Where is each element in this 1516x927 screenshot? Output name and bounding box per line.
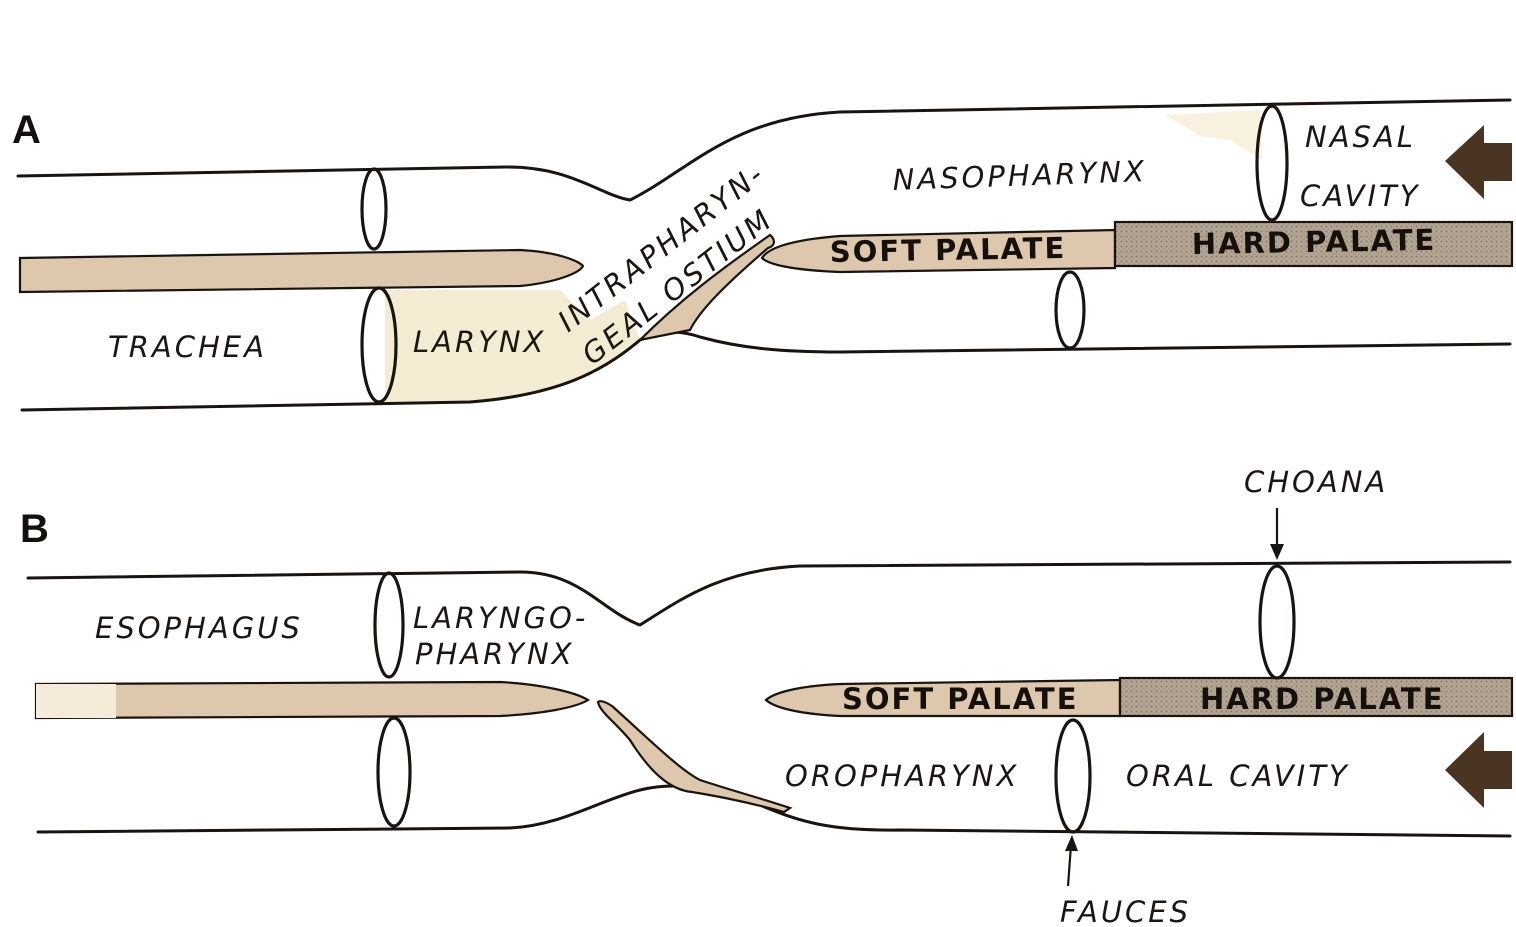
nasal-tint-region	[1165, 110, 1262, 160]
label-larynx: LARYNX	[413, 325, 546, 359]
label-nasal: NASAL	[1305, 120, 1416, 154]
fauces-pointer-head	[1065, 835, 1078, 851]
label-cavity: CAVITY	[1300, 179, 1420, 213]
label-soft-palate-a: SOFT PALATE	[830, 231, 1067, 269]
label-oral-cavity: ORAL CAVITY	[1126, 759, 1350, 793]
label-laryngo: LARYNGO-	[413, 601, 588, 635]
choana-pointer-head	[1270, 544, 1284, 560]
ring-oropharynx-a	[1056, 272, 1084, 348]
ring-trachea-upper	[362, 169, 386, 249]
label-oropharynx: OROPHARYNX	[785, 759, 1019, 793]
ring-esophagus-lower	[378, 718, 410, 826]
label-hard-palate-b: HARD PALATE	[1200, 682, 1445, 716]
label-hard-palate-a: HARD PALATE	[1192, 223, 1437, 261]
ring-choana-b	[1260, 566, 1294, 678]
airway-b-lower-wall	[38, 786, 1510, 836]
label-trachea: TRACHEA	[108, 330, 267, 364]
label-fauces: FAUCES	[1060, 895, 1191, 927]
tissue-band-b-fade	[36, 684, 116, 718]
label-esophagus: ESOPHAGUS	[95, 611, 303, 645]
panel-a-letter: A	[12, 108, 41, 152]
airflow-arrow-a	[1445, 125, 1512, 199]
panel-b: B ESOPHAGUS LARYNGO- PHARYNX CHOANA SOFT…	[20, 465, 1512, 927]
label-nasopharynx: NASOPHARYNX	[892, 154, 1147, 197]
tissue-band-a	[20, 250, 583, 292]
panel-b-letter: B	[20, 507, 49, 551]
ring-choana-a	[1257, 106, 1287, 220]
label-soft-palate-b: SOFT PALATE	[842, 682, 1079, 716]
label-choana: CHOANA	[1244, 465, 1388, 499]
tissue-band-b	[36, 682, 588, 718]
panel-a: A TRACHEA LARYNX INTRAPHARYN- GEAL OSTIU…	[12, 100, 1512, 410]
label-pharynx: PHARYNX	[415, 637, 575, 671]
airflow-arrow-b	[1445, 732, 1512, 808]
ring-esophagus-upper	[375, 573, 403, 677]
ring-fauces	[1056, 720, 1090, 832]
fauces-pointer-line	[1068, 845, 1071, 886]
